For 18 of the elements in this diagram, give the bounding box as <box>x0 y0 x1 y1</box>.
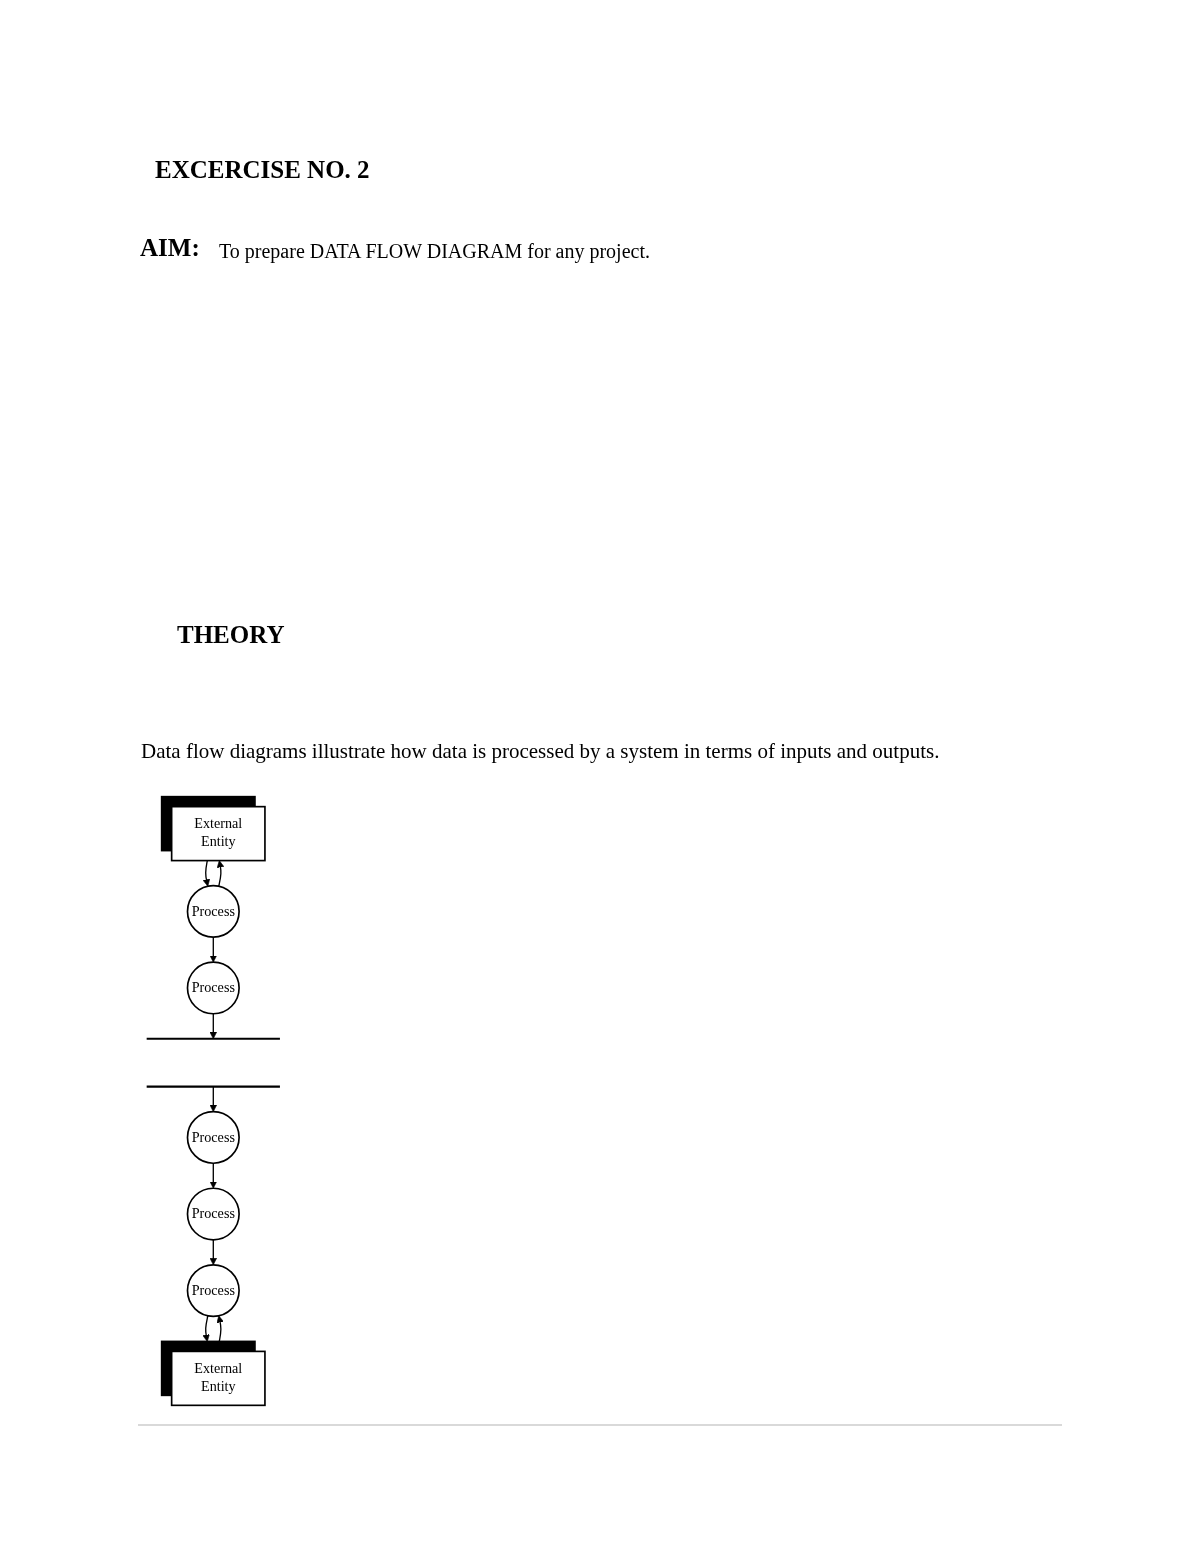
arrow <box>216 1315 224 1343</box>
node-circle: Process <box>186 1264 240 1318</box>
node-circle: Process <box>186 961 240 1015</box>
node-circle: Process <box>186 1187 240 1241</box>
aim-label: AIM: <box>140 233 200 263</box>
arrow <box>202 859 210 887</box>
node-circle: Process <box>186 884 240 938</box>
arrow <box>216 860 225 887</box>
node-circle: Process <box>186 1110 240 1165</box>
arrow <box>209 936 217 963</box>
arrow <box>209 1239 217 1266</box>
arrow <box>209 1086 217 1112</box>
paragraph: Data flow diagrams illustrate how data is processed by a system in terms of inputs and outputs. <box>141 739 940 765</box>
arrow <box>209 1162 217 1189</box>
section-heading: THEORY <box>177 620 285 650</box>
aim-text: To prepare DATA FLOW DIAGRAM for any project. <box>219 239 650 263</box>
arrow <box>202 1315 210 1342</box>
title: EXCERCISE NO. 2 <box>155 155 370 185</box>
